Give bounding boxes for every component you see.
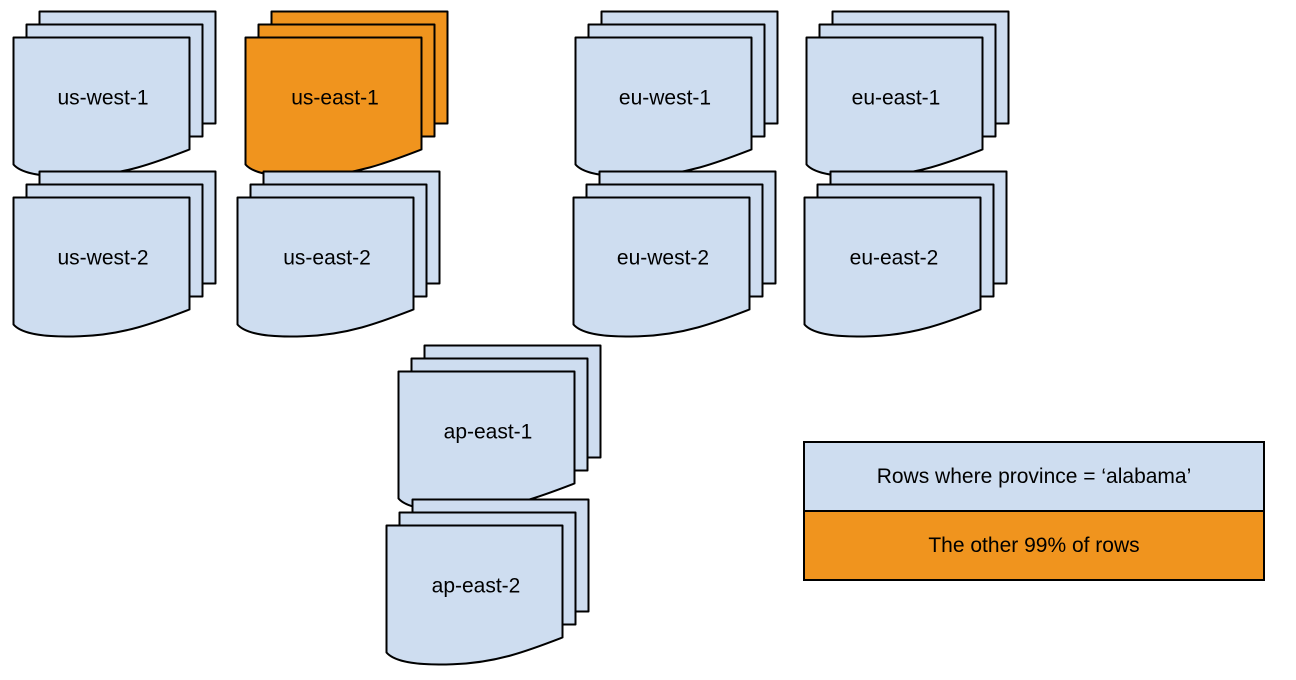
region-label: eu-west-2 bbox=[617, 247, 709, 270]
documents-icon: ap-east-2 bbox=[385, 498, 590, 666]
documents-icon: us-east-2 bbox=[236, 170, 441, 338]
documents-icon: us-east-1 bbox=[244, 10, 449, 178]
legend: Rows where province = ‘alabama’ The othe… bbox=[803, 441, 1265, 581]
document-stack-eu-west-1: eu-west-1 bbox=[574, 10, 780, 180]
documents-icon: us-west-2 bbox=[12, 170, 217, 338]
front-page bbox=[12, 196, 191, 338]
front-page bbox=[236, 196, 415, 338]
region-label: us-east-1 bbox=[291, 87, 379, 110]
document-stack-us-east-2: us-east-2 bbox=[236, 170, 442, 340]
document-stack-ap-east-2: ap-east-2 bbox=[385, 498, 591, 668]
document-stack-us-west-1: us-west-1 bbox=[12, 10, 218, 180]
documents-icon: eu-west-1 bbox=[574, 10, 779, 178]
document-stack-eu-east-2: eu-east-2 bbox=[803, 170, 1009, 340]
documents-icon: eu-east-1 bbox=[805, 10, 1010, 178]
region-label: us-west-1 bbox=[57, 87, 148, 110]
region-label: eu-east-1 bbox=[852, 87, 941, 110]
region-label: ap-east-1 bbox=[444, 421, 533, 444]
region-label: us-east-2 bbox=[283, 247, 371, 270]
documents-icon: ap-east-1 bbox=[397, 344, 602, 512]
front-page bbox=[385, 524, 564, 666]
documents-icon: eu-west-2 bbox=[572, 170, 777, 338]
document-stack-us-west-2: us-west-2 bbox=[12, 170, 218, 340]
legend-item-label: The other 99% of rows bbox=[928, 533, 1140, 557]
front-page bbox=[803, 196, 982, 338]
region-label: ap-east-2 bbox=[432, 575, 521, 598]
legend-item-other-rows: The other 99% of rows bbox=[805, 510, 1263, 579]
legend-item-label: Rows where province = ‘alabama’ bbox=[876, 464, 1192, 488]
region-label: eu-east-2 bbox=[850, 247, 939, 270]
region-label: eu-west-1 bbox=[619, 87, 711, 110]
document-stack-eu-west-2: eu-west-2 bbox=[572, 170, 778, 340]
legend-item-alabama-rows: Rows where province = ‘alabama’ bbox=[805, 443, 1263, 510]
document-stack-eu-east-1: eu-east-1 bbox=[805, 10, 1011, 180]
documents-icon: eu-east-2 bbox=[803, 170, 1008, 338]
region-label: us-west-2 bbox=[57, 247, 148, 270]
documents-icon: us-west-1 bbox=[12, 10, 217, 178]
document-stack-ap-east-1: ap-east-1 bbox=[397, 344, 603, 514]
document-stack-us-east-1: us-east-1 bbox=[244, 10, 450, 180]
front-page bbox=[572, 196, 751, 338]
